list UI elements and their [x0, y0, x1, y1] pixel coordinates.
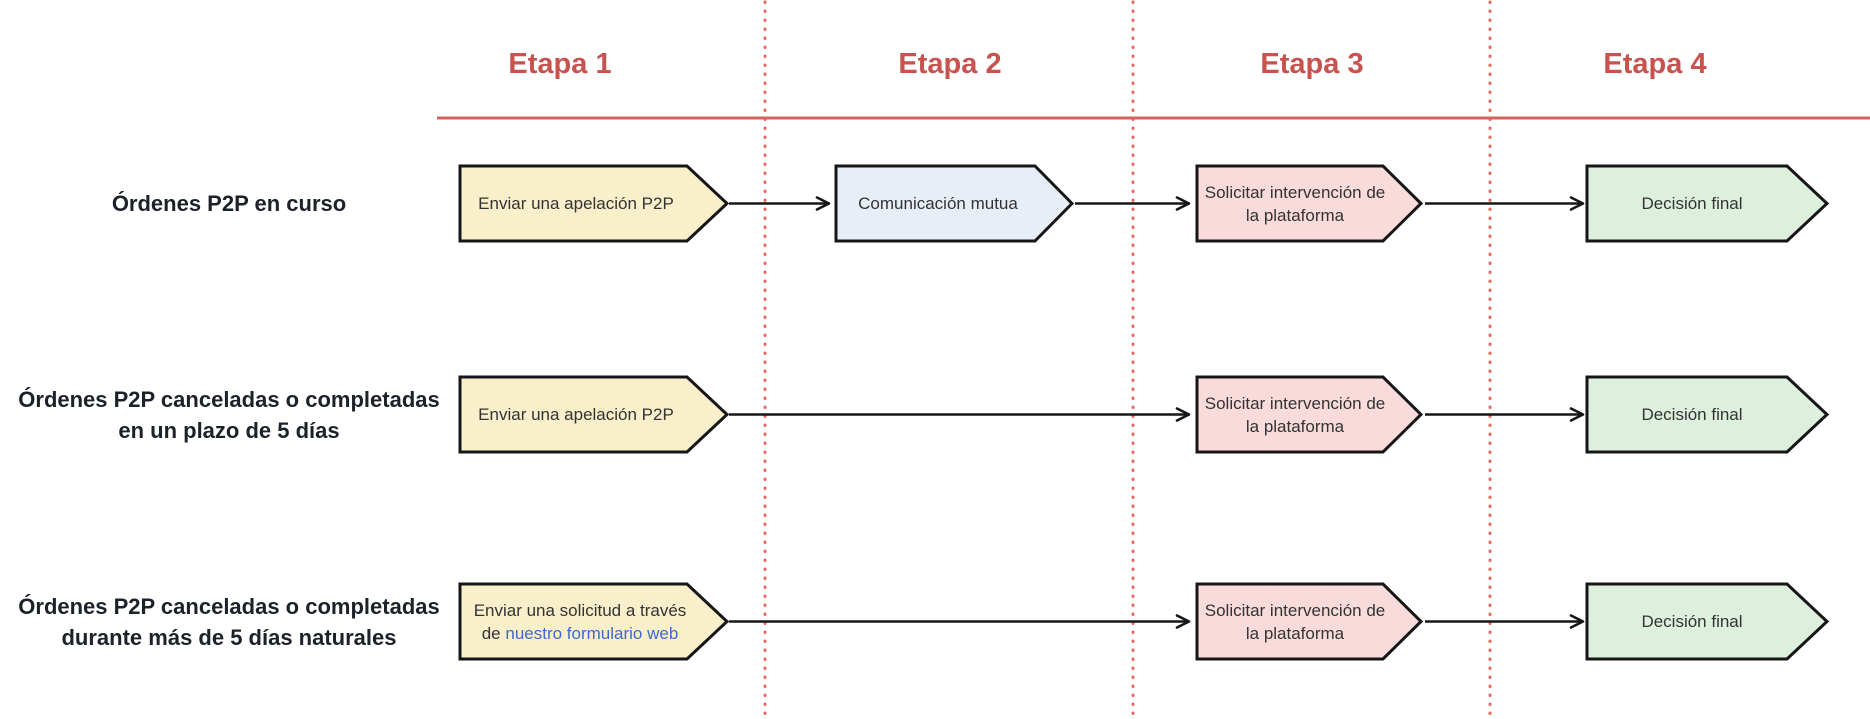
step-label-r3-stage4: Decisión final: [1587, 584, 1797, 659]
step-label-line: Solicitar intervención de: [1204, 600, 1386, 620]
step-shape-r1-stage4: [1585, 164, 1830, 243]
step-label-line: Enviar una apelación P2P: [478, 405, 674, 424]
step-shape-r1-stage2: [834, 164, 1075, 243]
step-label-line: la plataforma: [1245, 416, 1345, 436]
row-label-line: en un plazo de 5 días: [118, 417, 340, 443]
step-label-r1-stage4: Decisión final: [1587, 166, 1797, 241]
step-label-line: Decisión final: [1641, 405, 1743, 424]
stage-header-etapa-1: Etapa 1: [508, 48, 612, 80]
row-label-en-curso: Órdenes P2P en curso: [0, 166, 458, 241]
step-shape-r2-stage1: [458, 375, 730, 454]
row-label-line: durante más de 5 días naturales: [61, 624, 397, 650]
step-shape-r3-stage1: [458, 582, 730, 661]
step-label-line: la plataforma: [1245, 205, 1345, 225]
formulario-web-link[interactable]: nuestro formulario web: [505, 623, 679, 643]
step-label-r3-stage1: Enviar una solicitud a través de nuestro…: [460, 584, 700, 659]
step-label-line: Decisión final: [1641, 612, 1743, 631]
step-label-r1-stage3: Solicitar intervención de la plataforma: [1195, 166, 1395, 241]
row-label-mas-5-dias: Órdenes P2P canceladas o completadas dur…: [0, 584, 458, 659]
stage-header-etapa-2: Etapa 2: [898, 48, 1002, 80]
stage-header-etapa-4: Etapa 4: [1603, 48, 1707, 80]
step-shape-r2-stage3: [1195, 375, 1424, 454]
step-shape-r1-stage1: [458, 164, 730, 243]
step-shape-r1-stage3: [1195, 164, 1424, 243]
row-label-line: Órdenes P2P en curso: [111, 191, 347, 216]
row-label-line: Órdenes P2P canceladas o completadas: [18, 593, 440, 619]
stage-header-etapa-3: Etapa 3: [1260, 48, 1364, 80]
step-label-line: Solicitar intervención de: [1204, 393, 1386, 413]
step-shape-r3-stage4: [1585, 582, 1830, 661]
step-shape-r3-stage3: [1195, 582, 1424, 661]
step-label-line: Enviar una solicitud a través: [473, 600, 687, 620]
step-label-line: Solicitar intervención de: [1204, 182, 1386, 202]
step-label-r2-stage1: Enviar una apelación P2P: [460, 377, 692, 452]
row-label-plazo-5-dias: Órdenes P2P canceladas o completadas en …: [0, 377, 458, 452]
row-label-line: Órdenes P2P canceladas o completadas: [18, 386, 440, 412]
step-label-r1-stage1: Enviar una apelación P2P: [460, 166, 692, 241]
step-label-line: la plataforma: [1245, 623, 1345, 643]
step-label-line: Enviar una apelación P2P: [478, 194, 674, 213]
step-label-r3-stage3: Solicitar intervención de la plataforma: [1195, 584, 1395, 659]
step-label-r1-stage2: Comunicación mutua: [836, 166, 1040, 241]
step-label-line: Decisión final: [1641, 194, 1743, 213]
step-label-line: de nuestro formulario web: [482, 622, 679, 645]
step-label-r2-stage3: Solicitar intervención de la plataforma: [1195, 377, 1395, 452]
step-label-r2-stage4: Decisión final: [1587, 377, 1797, 452]
step-label-text: de: [481, 623, 501, 643]
step-label-line: Comunicación mutua: [858, 194, 1018, 213]
step-shape-r2-stage4: [1585, 375, 1830, 454]
